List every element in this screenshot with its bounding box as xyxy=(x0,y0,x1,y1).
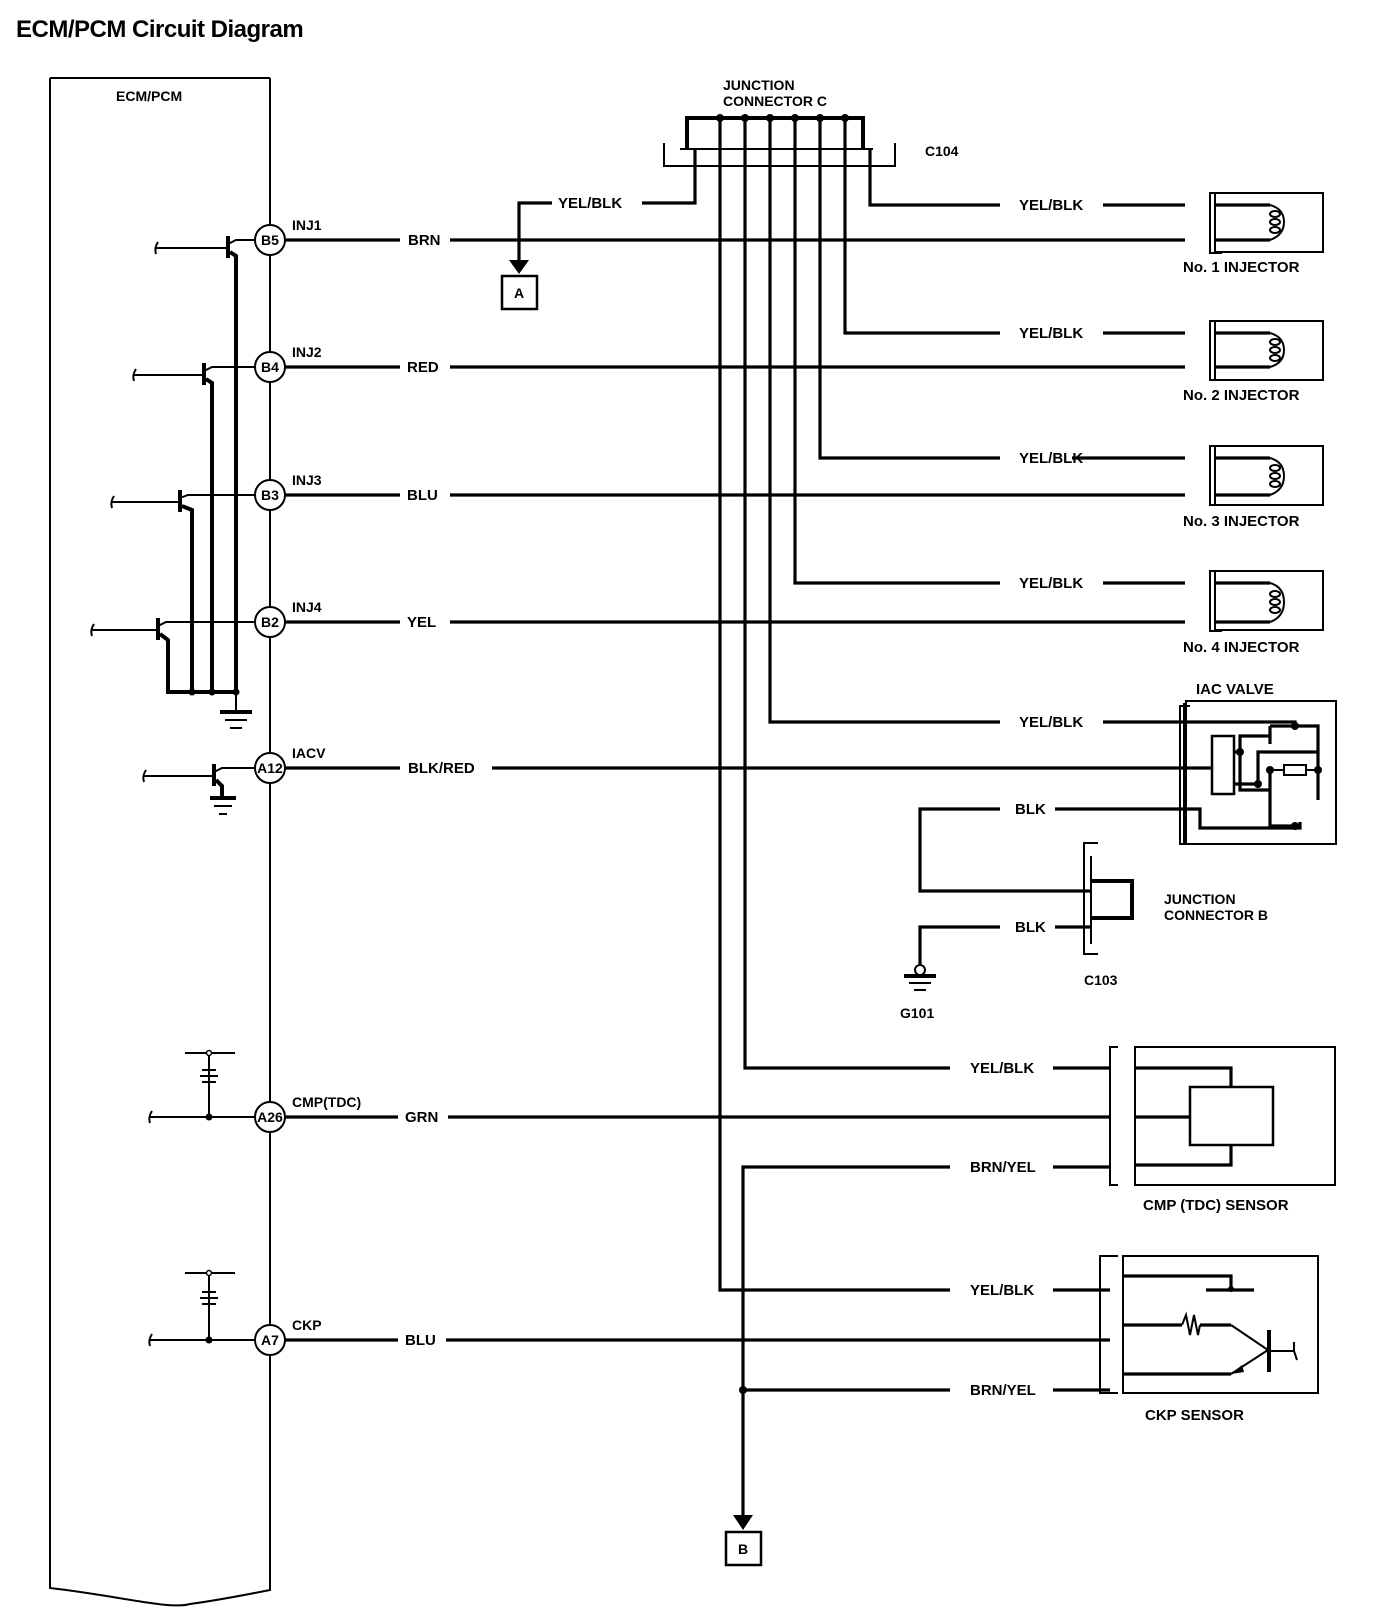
coil-icon xyxy=(1269,210,1281,234)
wire-color-label: GRN xyxy=(405,1109,438,1126)
iac-valve[interactable]: IAC VALVE xyxy=(1179,681,1337,845)
pin-b3[interactable]: B3 xyxy=(254,479,286,511)
feed-to-a: YEL/BLK A xyxy=(500,166,697,311)
svg-text:B: B xyxy=(738,1541,748,1557)
pin-id: A7 xyxy=(261,1332,279,1348)
ecm-label: ECM/PCM xyxy=(116,88,182,104)
pin-signal-label: INJ1 xyxy=(292,217,322,233)
sensor-ground-to-b: BRN/YEL BRN/YEL B xyxy=(724,1159,1110,1567)
junction-c-splice-dot xyxy=(741,114,749,122)
wire-color-label: YEL/BLK xyxy=(970,1282,1034,1299)
injector-4[interactable]: No. 4 INJECTOR xyxy=(1183,570,1324,656)
junction-c-splice-dot xyxy=(841,114,849,122)
connector-id-c104: C104 xyxy=(925,143,959,159)
wire-color-label: BLU xyxy=(405,1332,436,1349)
junction-c-splice-dot xyxy=(766,114,774,122)
coil-icon xyxy=(1269,590,1281,614)
component-label: IAC VALVE xyxy=(1196,681,1274,698)
wire-color-label: RED xyxy=(407,359,439,376)
pin-b5[interactable]: B5 xyxy=(254,224,286,256)
offpage-connector-b[interactable]: B xyxy=(724,1530,763,1567)
coil-icon xyxy=(1269,338,1281,362)
pin-a26[interactable]: A26 xyxy=(254,1101,286,1133)
pin-a7[interactable]: A7 xyxy=(254,1324,286,1356)
junction-connector-c: JUNCTION CONNECTOR C C104 xyxy=(663,77,959,167)
cmp-sensor[interactable]: CMP (TDC) SENSOR xyxy=(1109,1046,1336,1214)
pin-signal-label: CMP(TDC) xyxy=(292,1094,361,1110)
ground-icon xyxy=(220,710,252,729)
component-label: CMP (TDC) SENSOR xyxy=(1143,1197,1289,1214)
pin-id: B3 xyxy=(261,487,279,503)
ckp-sensor[interactable]: CKP SENSOR xyxy=(1099,1255,1319,1424)
signal-wires: BRN RED BLU YEL BLK/RED GRN BLU xyxy=(285,232,1185,1349)
ecm-pins: B5 INJ1 B4 INJ2 B3 INJ3 B2 INJ4 A12 IACV xyxy=(254,217,361,1356)
component-label: No. 1 INJECTOR xyxy=(1183,259,1300,276)
junction-b-label-1: JUNCTION xyxy=(1164,891,1236,907)
coil-icon xyxy=(1283,764,1307,776)
wire-color-label: BRN xyxy=(408,232,441,249)
junction-c-label-2: CONNECTOR C xyxy=(723,93,827,109)
svg-text:A: A xyxy=(514,285,524,301)
junction-c-splice-dot xyxy=(716,114,724,122)
ecm-module: ECM/PCM xyxy=(49,77,271,1607)
coil-icon xyxy=(1269,464,1281,488)
pin-id: A12 xyxy=(257,760,283,776)
wire-color-label: YEL xyxy=(407,614,436,631)
offpage-connector-a[interactable]: A xyxy=(500,274,539,311)
junction-c-splice-dot xyxy=(816,114,824,122)
junction-b-label-2: CONNECTOR B xyxy=(1164,907,1268,923)
junction-c-label-1: JUNCTION xyxy=(723,77,795,93)
component-label: CKP SENSOR xyxy=(1145,1407,1244,1424)
injector-3[interactable]: No. 3 INJECTOR xyxy=(1183,445,1324,530)
junction-connector-b: JUNCTION CONNECTOR B C103 xyxy=(1083,842,1268,988)
pin-signal-label: INJ2 xyxy=(292,344,322,360)
wire-color-label: YEL/BLK xyxy=(1019,575,1083,592)
wire-color-label: YEL/BLK xyxy=(1019,450,1083,467)
wire-color-label: BLK xyxy=(1015,919,1046,936)
ground-id: G101 xyxy=(900,1005,934,1021)
wire-color-label: BLK/RED xyxy=(408,760,475,777)
connector-id-c103: C103 xyxy=(1084,972,1118,988)
component-label: No. 3 INJECTOR xyxy=(1183,513,1300,530)
wire-color-label: YEL/BLK xyxy=(970,1060,1034,1077)
ground-icon xyxy=(210,796,236,815)
power-branches: YEL/BLK YEL/BLK YEL/BLK YEL/BLK YEL/BLK … xyxy=(718,166,1185,1299)
wire-color-label: YEL/BLK xyxy=(558,195,622,212)
resistor-icon xyxy=(1181,1311,1201,1336)
sensor-inputs xyxy=(148,1049,256,1347)
pin-b4[interactable]: B4 xyxy=(254,351,286,383)
pin-id: B5 xyxy=(261,232,279,248)
pin-b2[interactable]: B2 xyxy=(254,606,286,638)
wire-color-label: YEL/BLK xyxy=(1019,325,1083,342)
wire-color-label: YEL/BLK xyxy=(1019,714,1083,731)
pin-id: B4 xyxy=(261,359,279,375)
wire-color-label: BRN/YEL xyxy=(970,1382,1036,1399)
wire-color-label: BRN/YEL xyxy=(970,1159,1036,1176)
component-label: No. 2 INJECTOR xyxy=(1183,387,1300,404)
pin-signal-label: INJ3 xyxy=(292,472,322,488)
pin-signal-label: IACV xyxy=(292,745,326,761)
wire-color-label: YEL/BLK xyxy=(1019,197,1083,214)
component-label: No. 4 INJECTOR xyxy=(1183,639,1300,656)
junction-c-splice-dot xyxy=(791,114,799,122)
diagram-title: ECM/PCM Circuit Diagram xyxy=(16,16,304,43)
pin-signal-label: INJ4 xyxy=(292,599,322,615)
pin-signal-label: CKP xyxy=(292,1317,322,1333)
ground-g101-icon xyxy=(904,964,936,991)
pin-id: B2 xyxy=(261,614,279,630)
pin-a12[interactable]: A12 xyxy=(254,752,286,784)
wire-color-label: BLK xyxy=(1015,801,1046,818)
injector-1[interactable]: No. 1 INJECTOR xyxy=(1183,192,1324,276)
injector-drivers xyxy=(90,236,256,815)
pin-id: A26 xyxy=(257,1109,283,1125)
injector-2[interactable]: No. 2 INJECTOR xyxy=(1183,320,1324,404)
wire-color-label: BLU xyxy=(407,487,438,504)
iac-ground-circuit: BLK BLK G101 xyxy=(900,801,1186,1021)
